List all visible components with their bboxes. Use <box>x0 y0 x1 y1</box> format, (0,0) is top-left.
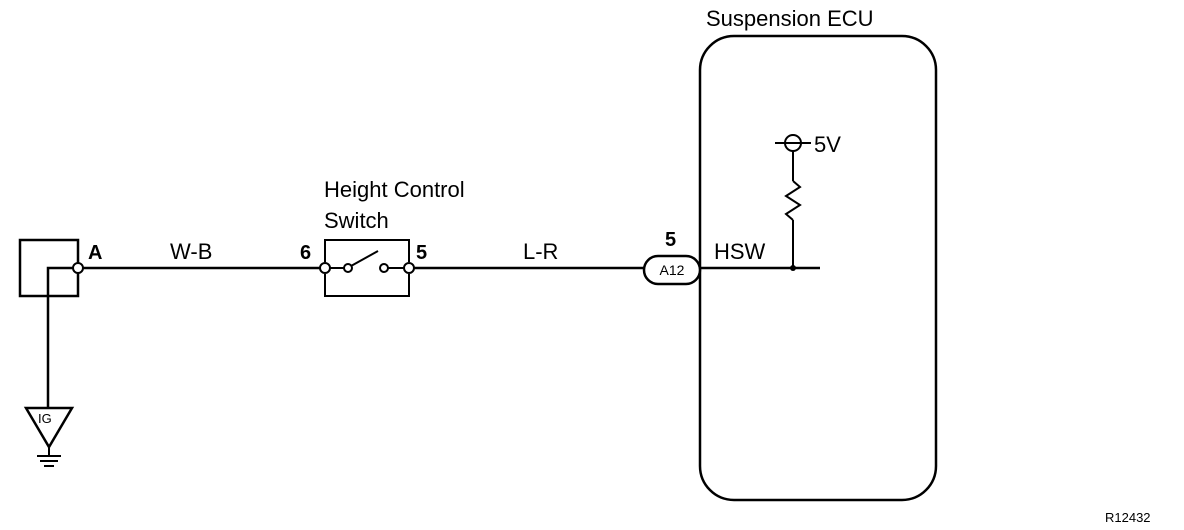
supply-5v-label: 5V <box>814 132 841 157</box>
figure-code: R12432 <box>1105 510 1151 525</box>
switch-title-line2: Switch <box>324 208 389 233</box>
switch-pin-5: 5 <box>416 242 427 264</box>
ground-label: IG <box>38 411 52 426</box>
hsw-label: HSW <box>714 239 766 264</box>
connector-a12-code: A12 <box>660 262 685 278</box>
connector-a12 <box>642 254 702 286</box>
wire-w-b-label: W-B <box>170 239 212 264</box>
switch-terminal-6 <box>319 262 331 274</box>
height-control-switch <box>324 239 410 297</box>
ecu-title: Suspension ECU <box>706 6 874 31</box>
ignition-source: IG <box>18 238 80 467</box>
wire-l-r-label: L-R <box>523 239 558 264</box>
switch-terminal-5 <box>403 262 415 274</box>
pullup-resistor <box>784 180 802 221</box>
connector-a12-pin: 5 <box>665 229 676 251</box>
switch-title-line1: Height Control <box>324 177 465 202</box>
switch-contact-arm <box>350 250 379 267</box>
connector-a-label: A <box>88 242 102 264</box>
switch-pin-6: 6 <box>300 242 311 264</box>
connector-a-terminal <box>72 262 84 274</box>
